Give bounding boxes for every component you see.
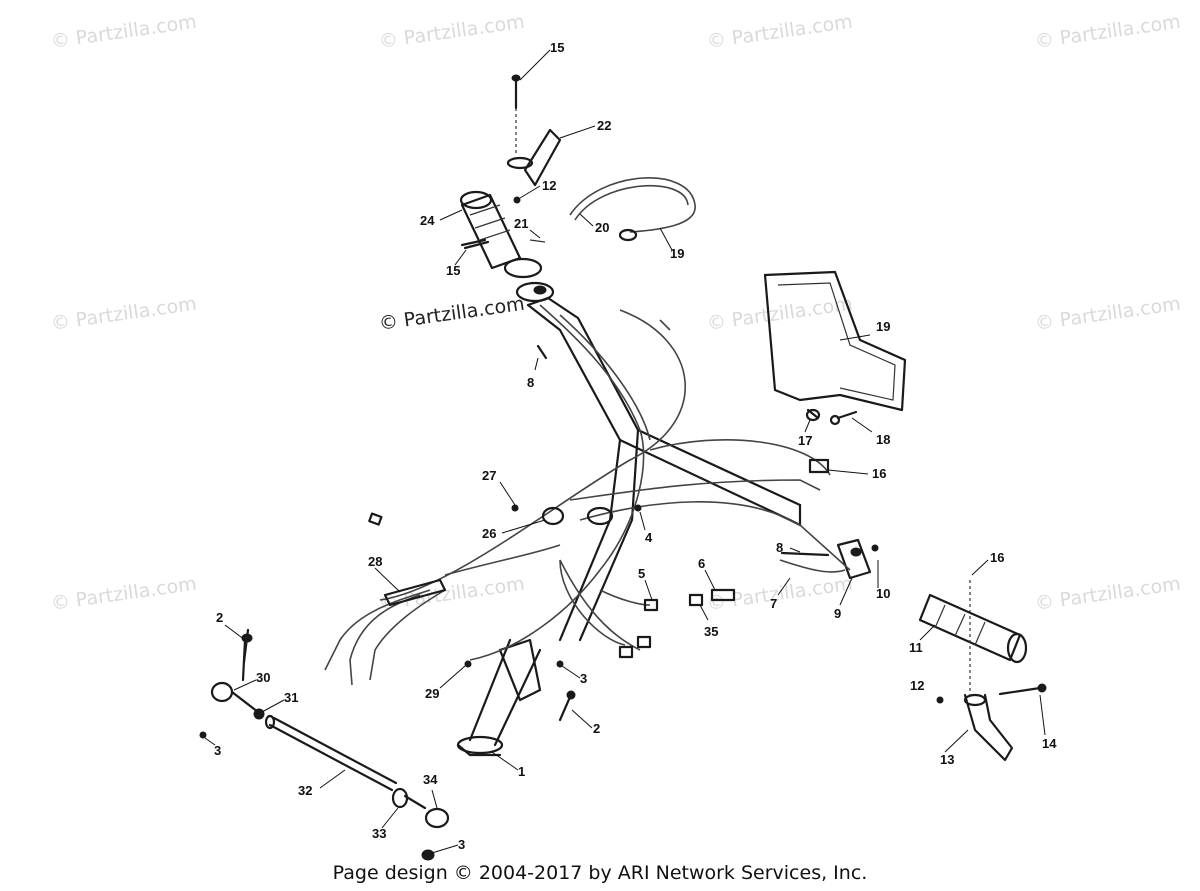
callout-label: 22 bbox=[597, 118, 611, 133]
cable-clamp bbox=[541, 504, 642, 526]
callout-label: 31 bbox=[284, 690, 298, 705]
callout-label: 1 bbox=[518, 764, 525, 779]
callout-label: 29 bbox=[425, 686, 439, 701]
callout-label: 7 bbox=[770, 596, 777, 611]
callout-label: 3 bbox=[458, 837, 465, 852]
callout-label: 19 bbox=[876, 319, 890, 334]
callout-label: 11 bbox=[909, 640, 923, 655]
callout-label: 2 bbox=[593, 721, 600, 736]
throttle-cable bbox=[569, 177, 696, 242]
watermark: © Partzilla.com bbox=[1034, 293, 1182, 335]
callout-label: 6 bbox=[698, 556, 705, 571]
callout-label: 32 bbox=[298, 783, 312, 798]
callout-label: 15 bbox=[446, 263, 460, 278]
watermark: © Partzilla.com bbox=[1034, 573, 1182, 615]
callout-label: 3 bbox=[580, 671, 587, 686]
callout-label: 8 bbox=[527, 375, 534, 390]
callout-label: 33 bbox=[372, 826, 386, 841]
watermark: © Partzilla.com bbox=[50, 573, 198, 615]
callout-label: 5 bbox=[638, 566, 645, 581]
callout-label: 19 bbox=[670, 246, 684, 261]
watermark: © Partzilla.com bbox=[378, 573, 526, 615]
small-parts bbox=[463, 196, 944, 704]
callout-label: 26 bbox=[482, 526, 496, 541]
clamp-brackets bbox=[506, 128, 1014, 762]
callout-label: 30 bbox=[256, 670, 270, 685]
callout-label: 8 bbox=[776, 540, 783, 555]
watermark: © Partzilla.com bbox=[50, 293, 198, 335]
watermark: © Partzilla.com bbox=[706, 293, 854, 335]
callout-label: 35 bbox=[704, 624, 718, 639]
callout-label: 28 bbox=[368, 554, 382, 569]
callout-label: 34 bbox=[423, 772, 438, 787]
callout-label: 15 bbox=[550, 40, 564, 55]
left-grip-assembly bbox=[459, 190, 555, 303]
hand-pad bbox=[763, 270, 907, 412]
watermark: © Partzilla.com bbox=[1034, 11, 1182, 53]
watermark: © Partzilla.com bbox=[378, 11, 526, 53]
callout-label: 14 bbox=[1042, 736, 1057, 751]
footer-copyright: Page design © 2004-2017 by ARI Network S… bbox=[332, 862, 868, 884]
tie-rod bbox=[199, 628, 576, 861]
callout-label: 20 bbox=[595, 220, 609, 235]
right-grip-assembly bbox=[836, 538, 1028, 664]
callout-label: 9 bbox=[834, 606, 841, 621]
callout-label: 16 bbox=[990, 550, 1004, 565]
callout-label: 10 bbox=[876, 586, 890, 601]
callout-label: 12 bbox=[542, 178, 556, 193]
watermark: © Partzilla.com bbox=[50, 11, 198, 53]
callout-label: 27 bbox=[482, 468, 496, 483]
watermark: © Partzilla.com bbox=[706, 573, 854, 615]
callout-label: 17 bbox=[798, 433, 812, 448]
callout-label: 2 bbox=[216, 610, 223, 625]
callout-label: 16 bbox=[872, 466, 886, 481]
callout-label: 13 bbox=[940, 752, 954, 767]
callout-label: 4 bbox=[645, 530, 653, 545]
callout-label: 21 bbox=[514, 216, 528, 231]
watermark-layer: © Partzilla.com © Partzilla.com © Partzi… bbox=[50, 11, 1182, 615]
callout-label: 3 bbox=[214, 743, 221, 758]
watermark: © Partzilla.com bbox=[706, 11, 854, 53]
center-watermark: © Partzilla.com bbox=[378, 293, 526, 335]
steering-post bbox=[456, 638, 542, 757]
callouts: 15 22 12 24 21 20 19 15 8 19 17 18 16 27… bbox=[204, 40, 1057, 854]
callout-label: 18 bbox=[876, 432, 890, 447]
wiring-harness bbox=[324, 304, 851, 686]
bolts bbox=[511, 74, 1047, 700]
callout-label: 12 bbox=[910, 678, 924, 693]
callout-label: 24 bbox=[420, 213, 435, 228]
